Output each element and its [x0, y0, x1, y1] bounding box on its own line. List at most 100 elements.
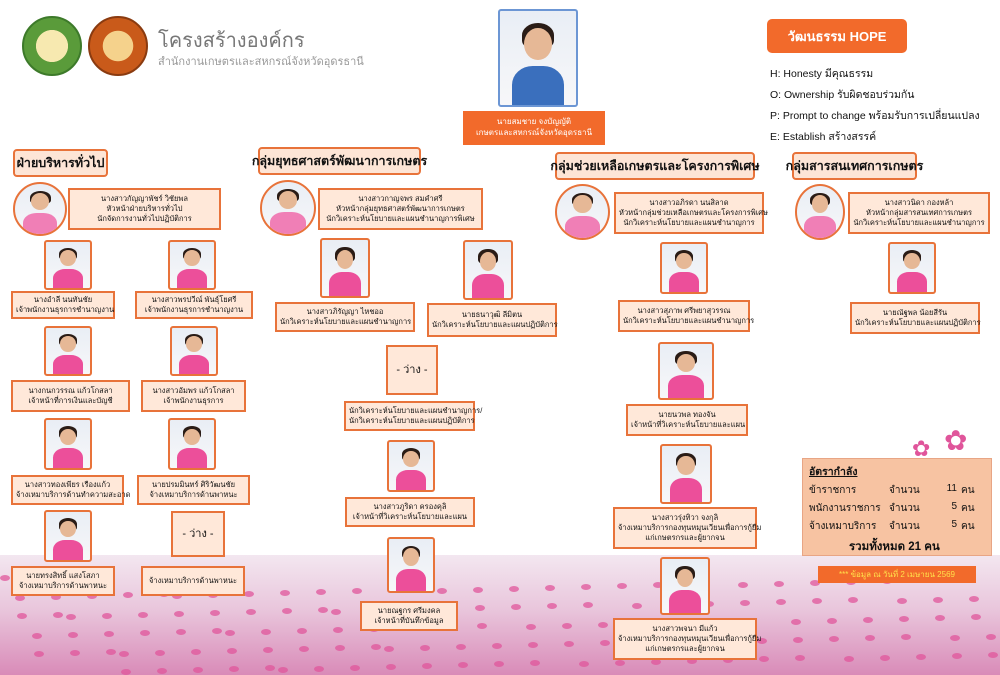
group-admin-header: ฝ่ายบริหารทั่วไป	[13, 149, 108, 177]
lotus-dot	[988, 652, 998, 658]
lotus-dot	[331, 609, 341, 615]
page-title: โครงสร้างองค์กร	[158, 30, 305, 52]
assist-staff-photo	[660, 242, 708, 294]
lotus-dot	[53, 612, 63, 618]
lotus-dot	[32, 633, 42, 639]
admin-staff-photo	[44, 418, 92, 470]
lotus-dot	[318, 607, 328, 613]
assist-staff-photo	[658, 342, 714, 400]
lotus-dot	[863, 617, 873, 623]
lotus-dot	[227, 648, 237, 654]
admin-staff-photo	[168, 418, 216, 470]
lotus-dot	[583, 602, 593, 608]
info-head-label: นางสาวนิดา กองหล้าหัวหน้ากลุ่มสารสนเทศกา…	[848, 192, 990, 234]
admin-staff-label: นางสาวพรปวีณ์ พันธุ์โยศรีเจ้าพนักงานธุรก…	[135, 291, 253, 319]
lotus-dot	[297, 628, 307, 634]
lotus-dot	[950, 635, 960, 641]
lotus-dot	[176, 629, 186, 635]
page-subtitle: สำนักงานเกษตรและสหกรณ์จังหวัดอุดรธานี	[158, 56, 364, 68]
lotus-dot	[278, 667, 288, 673]
lotus-dot	[759, 656, 769, 662]
assist-staff-label: นางสาวพจนา มีแก้วจ้างเหมาบริการกองทุนหมุ…	[613, 618, 761, 660]
strategy-head-label: นางสาวกาญจพร สมคำศรีหัวหน้ากลุ่มยุทธศาสต…	[318, 188, 483, 230]
lotus-dot	[844, 656, 854, 662]
lotus-dot	[261, 629, 271, 635]
lotus-dot	[316, 589, 326, 595]
admin-staff-photo	[168, 240, 216, 290]
admin-staff-label: นางอำลี นนทันชัยเจ้าพนักงานธุรการชำนาญงา…	[11, 291, 115, 319]
lotus-dot	[632, 603, 642, 609]
assist-staff-label: นายนวพล ทองจันเจ้าหน้าที่วิเคราะห์นโยบาย…	[626, 404, 748, 436]
lotus-dot	[225, 630, 235, 636]
lotus-dot	[579, 661, 589, 667]
lotus-dot	[774, 581, 784, 587]
director-photo	[498, 9, 578, 107]
vacant-position: - ว่าง -	[171, 511, 225, 557]
lotus-dot	[15, 595, 25, 601]
lotus-dot	[422, 663, 432, 669]
lotus-dot	[581, 584, 591, 590]
lotus-dot	[314, 666, 324, 672]
admin-head-label: นางสาวกัญญาพัชร์ วิชัยพลหัวหน้าฝ่ายบริหา…	[68, 188, 221, 230]
lotus-dot	[138, 612, 148, 618]
lotus-dot	[157, 668, 167, 674]
lotus-dot	[829, 636, 839, 642]
lotus-dot	[812, 598, 822, 604]
lotus-dot	[615, 660, 625, 666]
lotus-dot	[740, 600, 750, 606]
lotus-dot	[263, 647, 273, 653]
lotus-dot	[776, 599, 786, 605]
lotus-dot	[511, 604, 521, 610]
lotus-dot	[244, 591, 254, 597]
lotus-dot	[420, 645, 430, 651]
lotus-dot	[280, 590, 290, 596]
lotus-dot	[653, 582, 663, 588]
admin-staff-photo	[170, 326, 218, 376]
strategy-staff-label: นายธนาวุฒิ ลีมิตนนักวิเคราะห์นโยบายและแผ…	[427, 303, 558, 337]
lotus-dot	[66, 614, 76, 620]
lotus-dot	[687, 658, 697, 664]
lotus-dot	[723, 657, 733, 663]
lotus-dot	[0, 575, 10, 581]
lotus-dot	[528, 642, 538, 648]
lotus-flower-icon: ✿	[912, 436, 931, 461]
lotus-dot	[106, 649, 116, 655]
lotus-dot	[87, 593, 97, 599]
director-label: นายสมชาย จงบัญญัติ เกษตรและสหกรณ์จังหวัด…	[463, 111, 605, 145]
ministry-logo-icon	[22, 16, 82, 76]
lotus-dot	[933, 597, 943, 603]
group-strategy-header: กลุ่มยุทธศาสตร์พัฒนาการเกษตร	[252, 147, 427, 175]
lotus-dot	[350, 665, 360, 671]
strategy-staff-label: นางสาวภิรัญญา ไหชออนักวิเคราะห์นโยบายและ…	[275, 302, 415, 332]
data-date-note: *** ข้อมูล ณ วันที่ 2 เมษายน 2569	[818, 566, 976, 583]
lotus-dot	[530, 660, 540, 666]
lotus-dot	[952, 653, 962, 659]
lotus-dot	[865, 635, 875, 641]
lotus-dot	[51, 594, 61, 600]
lotus-dot	[352, 588, 362, 594]
admin-staff-photo	[44, 326, 92, 376]
lotus-dot	[651, 659, 661, 665]
vacant-role-label: จ้างเหมาบริการด้านพาหนะ	[141, 566, 245, 596]
strategy-staff-label: นายณฐกร ศรีมงคลเจ้าหน้าที่บันทึกข้อมูล	[360, 601, 458, 631]
lotus-dot	[172, 593, 182, 599]
assist-staff-photo	[660, 444, 712, 504]
lotus-dot	[333, 627, 343, 633]
lotus-dot	[123, 592, 133, 598]
assist-head-photo	[555, 184, 610, 240]
admin-staff-label: นางกนกวรรณ แก้วโกสลาเจ้าหน้าที่การเงินแล…	[11, 380, 130, 412]
info-staff-photo	[888, 242, 936, 294]
strategy-staff-photo	[320, 238, 370, 298]
admin-staff-label: นายทรงสิทธิ์ แสงโสภาจ้างเหมาบริการด้านพา…	[11, 566, 115, 596]
lotus-dot	[757, 638, 767, 644]
group-assist-header: กลุ่มช่วยเหลือเกษตรและโครงการพิเศษ	[550, 152, 760, 180]
province-seal-icon	[88, 16, 148, 76]
lotus-dot	[564, 641, 574, 647]
lotus-dot	[119, 651, 129, 657]
lotus-dot	[738, 582, 748, 588]
lotus-dot	[986, 634, 996, 640]
vacant-role-label: นักวิเคราะห์นโยบายและแผนชำนาญการ/นักวิเค…	[344, 401, 482, 431]
hope-list: H: Honesty มีคุณธรรม O: Ownership รับผิด…	[770, 68, 980, 143]
lotus-dot	[547, 603, 557, 609]
